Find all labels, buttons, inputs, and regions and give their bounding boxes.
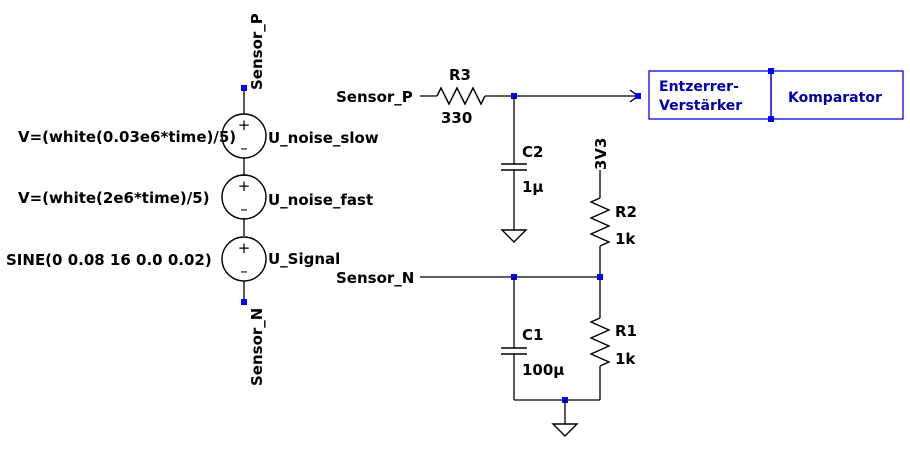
source-expr-u-signal: SINE(0 0.08 16 0.0 0.02)	[6, 251, 212, 269]
sensor-p-path: Sensor_P R3 330 C2 1µ	[336, 66, 641, 243]
source-name-u-signal: U_Signal	[268, 250, 340, 268]
source-expr-u-noise-fast: V=(white(2e6*time)/5)	[18, 189, 210, 207]
net-label-sensor-p-top: Sensor_P	[248, 13, 266, 90]
c2-value: 1µ	[522, 178, 543, 196]
source-u-noise-slow: + –	[221, 113, 267, 159]
c2-name: C2	[522, 143, 543, 161]
voltage-source-symbol	[221, 113, 267, 159]
plus-sign: +	[238, 116, 251, 134]
source-name-u-noise-fast: U_noise_fast	[268, 191, 373, 209]
r2-value: 1k	[615, 230, 636, 248]
bias-network: 3V3 R2 1k R1 1k Sensor_N C1 100µ	[336, 138, 637, 437]
r1-name: R1	[615, 322, 637, 340]
block-comparator-label: Komparator	[788, 90, 882, 106]
net-label-3v3: 3V3	[592, 138, 610, 170]
resistor-r3	[436, 86, 486, 106]
c1-name: C1	[522, 326, 543, 344]
pin-sensor-n	[241, 299, 247, 305]
plus-sign: +	[238, 177, 251, 195]
voltage-source-symbol	[221, 236, 267, 282]
r3-name: R3	[449, 66, 471, 84]
r1-value: 1k	[615, 350, 636, 368]
net-label-sensor-p-input: Sensor_P	[336, 88, 413, 106]
source-u-signal: + –	[221, 236, 267, 282]
net-label-sensor-n-input: Sensor_N	[336, 269, 414, 287]
pin-sensor-p	[241, 85, 247, 91]
ground-symbol	[551, 423, 579, 437]
source-u-noise-fast: + –	[221, 174, 267, 220]
block-comparator	[770, 70, 904, 120]
c1-value: 100µ	[522, 361, 564, 379]
block-equalizer-line2: Verstärker	[659, 98, 742, 114]
source-stack: + – + – + – Sensor_P Sensor_N U_noise_sl…	[6, 13, 379, 386]
minus-sign: –	[240, 262, 248, 280]
r2-name: R2	[615, 203, 637, 221]
minus-sign: –	[240, 139, 248, 157]
block-pin-bottom	[768, 116, 774, 122]
resistor-r2	[589, 197, 611, 247]
minus-sign: –	[240, 200, 248, 218]
block-equalizer-line1: Entzerrer-	[659, 79, 739, 95]
resistor-r1	[589, 317, 611, 367]
signal-blocks: Entzerrer- Verstärker Komparator	[648, 68, 904, 122]
voltage-source-symbol	[221, 174, 267, 220]
junction-sensor-n-r2-r1	[597, 274, 603, 280]
block-pin-top	[768, 68, 774, 74]
net-label-sensor-n-bottom: Sensor_N	[248, 308, 266, 386]
r3-value: 330	[441, 109, 472, 127]
ground-symbol	[500, 229, 528, 243]
source-expr-u-noise-slow: V=(white(0.03e6*time)/5)	[18, 128, 236, 146]
source-name-u-noise-slow: U_noise_slow	[268, 129, 379, 147]
pin-output	[635, 93, 641, 99]
plus-sign: +	[238, 239, 251, 257]
